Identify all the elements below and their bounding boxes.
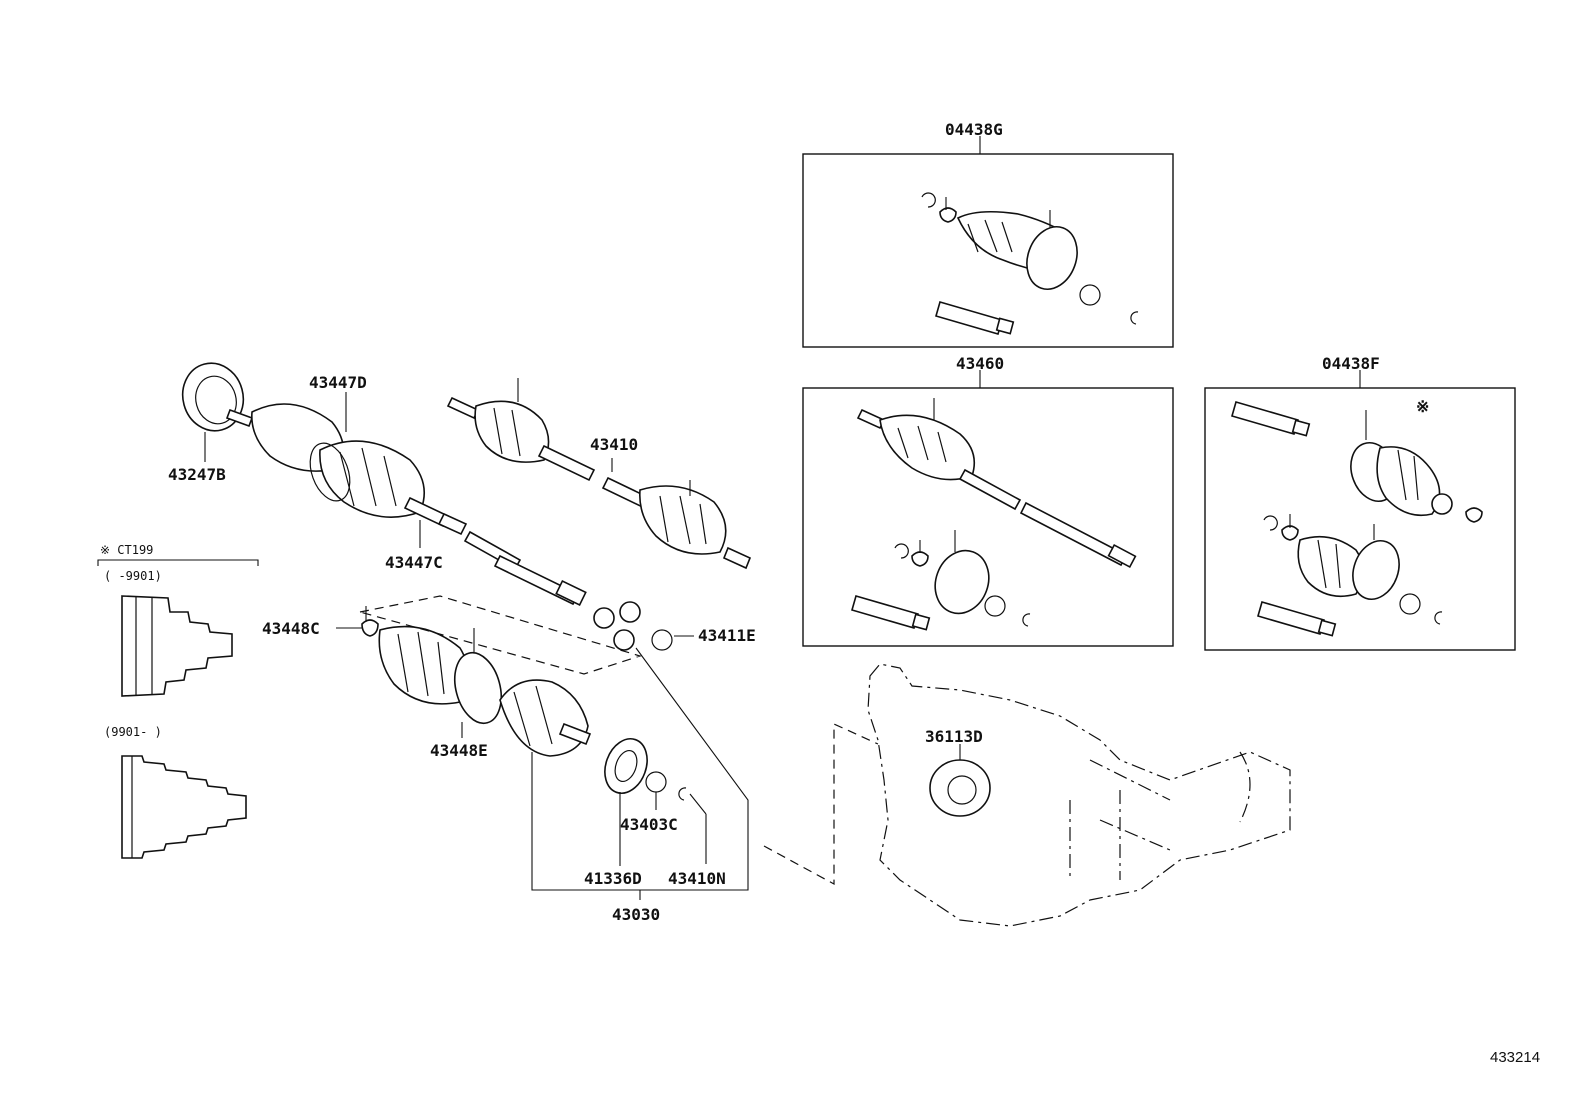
intermediate-shaft[interactable] [463,530,587,607]
diagram-reference-number: 433214 [1490,1049,1540,1066]
kit-box-43460[interactable]: 43460 [802,354,1174,647]
label-43447D: 43447D [309,373,367,392]
label-43410: 43410 [590,435,638,454]
part-43410[interactable]: 43410 [446,378,752,570]
part-43403C[interactable]: 43403C [620,771,678,834]
label-43403C: 43403C [620,815,678,834]
transfer-case[interactable]: 36113D [867,663,1291,927]
label-43447C: 43447C [385,553,443,572]
kit-box-04438G[interactable]: 04438G [802,120,1174,348]
label-43411E: 43411E [698,626,756,645]
label-41336D: 41336D [584,869,642,888]
part-43447D[interactable]: 43447D [225,373,426,518]
label-43247B: 43247B [168,465,226,484]
label-04438F: 04438F [1322,354,1380,373]
note-title: ※ CT199 [100,543,153,557]
kit-box-04438F[interactable]: 04438F ※ [1204,354,1516,651]
part-43447C[interactable]: 43447C [385,496,468,572]
inner-joint-housing[interactable] [499,679,592,757]
label-43030: 43030 [612,905,660,924]
label-04438G: 04438G [945,120,1003,139]
part-43448E[interactable]: 43448E [430,648,509,760]
part-43411E[interactable]: 43411E [593,601,756,651]
part-43448C[interactable]: 43448C [262,606,475,705]
label-43410N: 43410N [668,869,726,888]
note-range-2: (9901- ) [104,725,162,739]
label-36113D: 36113D [925,727,983,746]
label-43460: 43460 [956,354,1004,373]
part-41336D[interactable]: 41336D [584,733,654,888]
label-43448E: 43448E [430,741,488,760]
label-43448C: 43448C [262,619,320,638]
dashed-connector [763,723,879,886]
ct199-note: ※ CT199 ( -9901) (9901- ) [97,543,259,859]
note-range-1: ( -9901) [104,569,162,583]
part-43030[interactable]: 43030 [531,647,749,924]
star-mark: ※ [1416,397,1429,416]
dashed-group-outline [359,595,643,675]
part-43410N[interactable]: 43410N [668,787,726,888]
